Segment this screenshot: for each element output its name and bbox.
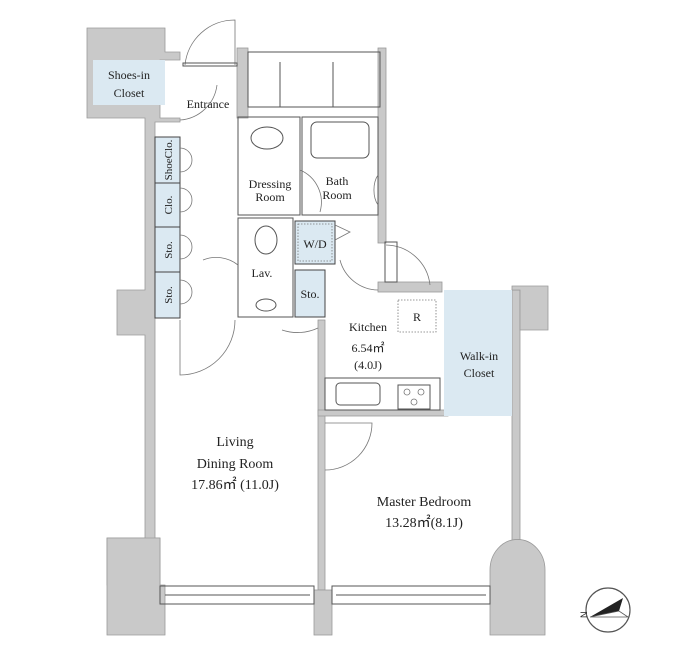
dressing-room-label-1: Dressing (249, 177, 292, 191)
entrance-label: Entrance (187, 97, 230, 111)
shoes-in-closet-area (93, 60, 165, 105)
master-bedroom-label: Master Bedroom (377, 495, 472, 510)
shoes-in-closet-label-1: Shoes-in (108, 68, 150, 82)
master-bedroom-area: 13.28㎡(8.1J) (385, 515, 463, 531)
washer-dryer-label: W/D (303, 237, 327, 251)
refrigerator-label: R (413, 310, 421, 324)
closet-label: Clo. (163, 195, 175, 214)
storage-label-1: Sto. (163, 241, 175, 259)
walls (86, 27, 549, 636)
bath-room-label-2: Room (322, 188, 352, 202)
shoes-in-closet-label-2: Closet (114, 86, 145, 100)
storage-label-2: Sto. (163, 286, 175, 304)
compass-north-label: N (579, 612, 589, 619)
living-dining-area: 17.86㎡ (11.0J) (191, 477, 279, 493)
living-dining-label-1: Living (216, 435, 253, 450)
walk-in-closet-label-2: Closet (464, 366, 495, 380)
living-dining-label-2: Dining Room (197, 457, 274, 472)
kitchen-jo: (4.0J) (354, 358, 382, 372)
kitchen-label: Kitchen (349, 320, 387, 334)
walk-in-closet-label-1: Walk-in (460, 349, 498, 363)
kitchen-area: 6.54㎡ (351, 341, 384, 355)
storage-label-3: Sto. (300, 287, 319, 301)
bath-room-label-1: Bath (326, 174, 349, 188)
shoe-closet-label: ShoeClo. (163, 139, 175, 180)
dressing-room-label-2: Room (255, 190, 285, 204)
lavatory-label: Lav. (252, 266, 273, 280)
compass-icon: N (579, 587, 631, 633)
